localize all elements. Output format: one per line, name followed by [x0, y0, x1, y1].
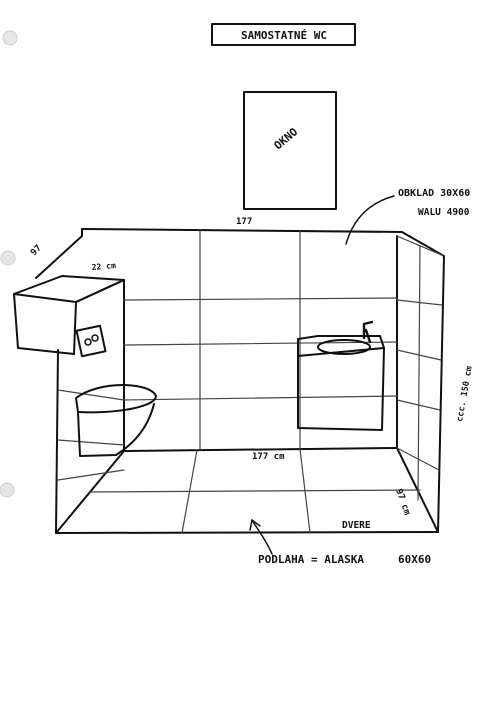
floor-pointer — [249, 519, 273, 555]
tile-wall-label: OBKLAD 30X60 — [398, 188, 470, 199]
shelf-width-dimension: 22 cm — [91, 261, 116, 272]
wall-tile-grid — [57, 229, 445, 501]
punch-hole-bottom — [0, 482, 15, 498]
window-label: OKNO — [272, 125, 301, 152]
door-label: DVERE — [342, 520, 371, 531]
left-depth-dimension: 97 — [29, 243, 44, 258]
flush-plate — [75, 324, 107, 358]
window: OKNO — [243, 91, 337, 210]
wall-height-dimension: ccc. 150 cm — [455, 365, 475, 422]
top-width-dimension: 177 — [236, 217, 252, 227]
floor-width-dimension: 177 cm — [252, 452, 285, 462]
title-box: SAMOSTATNÉ WC — [211, 23, 356, 46]
toilet — [75, 384, 157, 457]
tile-wall-product: WALU 4900 — [418, 207, 470, 218]
punch-hole-middle — [0, 250, 16, 266]
sink-cabinet — [297, 320, 385, 431]
floor-tile-size: 60X60 — [398, 553, 431, 566]
floor-depth-dimension: 97 cm — [393, 488, 412, 517]
punch-hole-top — [2, 30, 18, 46]
tile-wall-pointer — [345, 195, 395, 245]
floor-tile-label: PODLAHA = ALASKA — [258, 553, 364, 566]
floor-tile-grid — [89, 448, 421, 534]
left-shelf — [13, 275, 125, 355]
room-outline — [35, 228, 445, 534]
page-title: SAMOSTATNÉ WC — [241, 29, 327, 42]
